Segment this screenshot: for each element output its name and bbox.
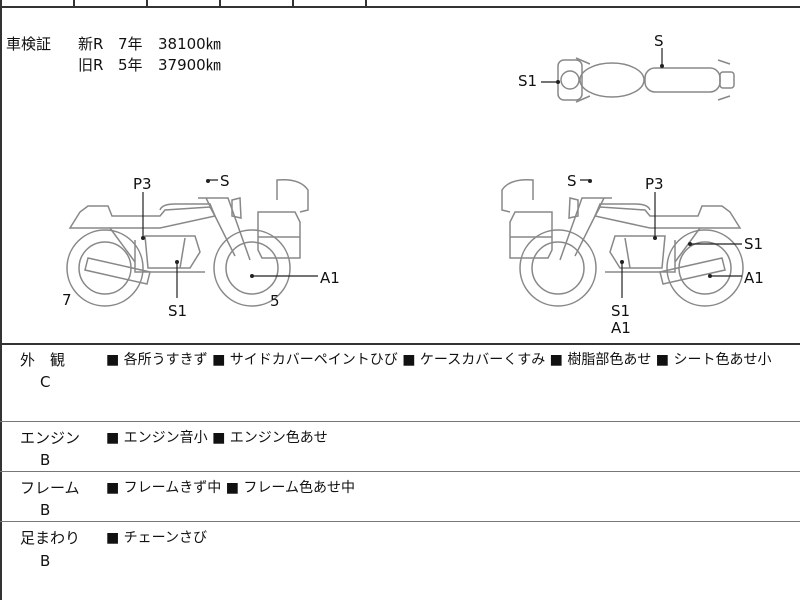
section-title: フレーム: [20, 479, 80, 497]
inspection-years: 5年: [118, 56, 143, 74]
divider: [219, 0, 221, 7]
divider: [365, 0, 367, 7]
section-grade: C: [40, 373, 51, 391]
inspection-mileage: 38100㎞: [158, 35, 221, 53]
inspection-years: 7年: [118, 35, 143, 53]
left-side-motorcycle: [66, 178, 309, 307]
divider: [0, 521, 800, 522]
top-s1-label: S1: [518, 72, 538, 90]
inspection-mileage: 37900㎞: [158, 56, 221, 74]
section-notes: ■ エンジン音小 ■ エンジン色あせ: [106, 430, 328, 446]
callout-lines: [142, 48, 742, 298]
section-notes: ■ チェーンさび: [106, 530, 207, 546]
left-p3-label: P3: [133, 175, 152, 193]
right-s1-label: S1: [611, 302, 631, 320]
section-grade: B: [40, 552, 51, 570]
left-a1-label: A1: [320, 269, 340, 287]
divider: [292, 0, 294, 7]
left-s1-label: S1: [168, 302, 188, 320]
right-s1-rear-label: S1: [744, 235, 764, 253]
left-s-label: S: [220, 172, 230, 190]
inspection-type: 新R: [78, 35, 104, 53]
divider: [0, 6, 800, 8]
section-grade: B: [40, 501, 51, 519]
top-view-motorcycle: [557, 57, 735, 103]
motorcycle-diagram: [66, 48, 744, 307]
divider: [73, 0, 75, 7]
top-s-label: S: [654, 32, 664, 50]
divider: [0, 343, 800, 345]
section-title: エンジン: [20, 429, 81, 447]
rear-tire-value: 7: [62, 291, 72, 309]
section-notes: ■ フレームきず中 ■ フレーム色あせ中: [106, 480, 355, 496]
front-tire-value: 5: [270, 292, 280, 310]
section-title: 足まわり: [20, 529, 81, 547]
inspection-label: 車検証: [6, 35, 52, 53]
right-a1-label: A1: [611, 319, 631, 337]
inspection-type: 旧R: [78, 56, 104, 74]
section-title: 外 観: [20, 351, 66, 369]
section-notes: ■ 各所うすきず ■ サイドカバーペイントひび ■ ケースカバーくすみ ■ 樹脂…: [106, 352, 772, 368]
divider: [146, 0, 148, 7]
section-grade: B: [40, 451, 51, 469]
right-a1-rear-label: A1: [744, 269, 764, 287]
divider: [0, 421, 800, 422]
right-p3-label: P3: [645, 175, 664, 193]
right-s-label: S: [567, 172, 577, 190]
divider: [0, 471, 800, 472]
